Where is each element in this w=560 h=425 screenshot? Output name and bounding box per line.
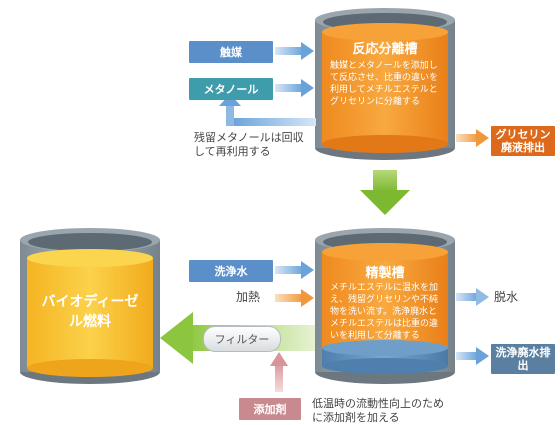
heating-label: 加熱 bbox=[236, 290, 261, 304]
wash-waste-arrow bbox=[456, 347, 489, 365]
methanol-recycle-note: 残留メタノールは回収して再利用する bbox=[194, 131, 304, 158]
transfer-down-arrow bbox=[360, 170, 410, 215]
wash-waste-label: 洗浄廃水排出 bbox=[491, 344, 555, 374]
heating-arrow bbox=[275, 289, 314, 307]
methanol-label: メタノール bbox=[189, 78, 273, 100]
glycerin-waste-label: グリセリン廃液排出 bbox=[491, 126, 555, 156]
reaction-tank bbox=[315, 8, 455, 160]
product-tank-title: バイオディーゼル燃料 bbox=[41, 294, 139, 330]
reaction-tank-description: 触媒とメタノールを添加して反応させ、比重の違いを利用してメチルエステルとグリセリ… bbox=[330, 61, 439, 107]
methanol-arrow bbox=[275, 79, 314, 97]
dehydration-arrow bbox=[456, 288, 489, 306]
purification-tank bbox=[315, 228, 455, 384]
dehydration-label: 脱水 bbox=[494, 290, 519, 304]
wash-water-arrow bbox=[275, 261, 314, 279]
methanol-recycle-arrow bbox=[219, 94, 316, 126]
purification-tank-title: 精製槽 bbox=[365, 266, 405, 281]
additive-label: 添加剤 bbox=[239, 398, 301, 420]
additive-arrow bbox=[270, 352, 288, 392]
glycerin-waste-arrow bbox=[456, 129, 489, 147]
catalyst-arrow bbox=[275, 42, 314, 60]
filter-unit: フィルター bbox=[203, 326, 281, 352]
filter-label: フィルター bbox=[214, 333, 270, 346]
product-tank bbox=[20, 228, 160, 384]
catalyst-label: 触媒 bbox=[189, 41, 273, 63]
wash-water-label: 洗浄水 bbox=[189, 260, 273, 282]
purification-tank-description: メチルエステルに温水を加え、残留グリセリンや不純物を洗い流す。洗浄廃水とメチルエ… bbox=[330, 283, 439, 341]
additive-note: 低温時の流動性向上のために添加剤を加える bbox=[312, 397, 444, 424]
reaction-tank-title: 反応分離槽 bbox=[352, 42, 418, 57]
